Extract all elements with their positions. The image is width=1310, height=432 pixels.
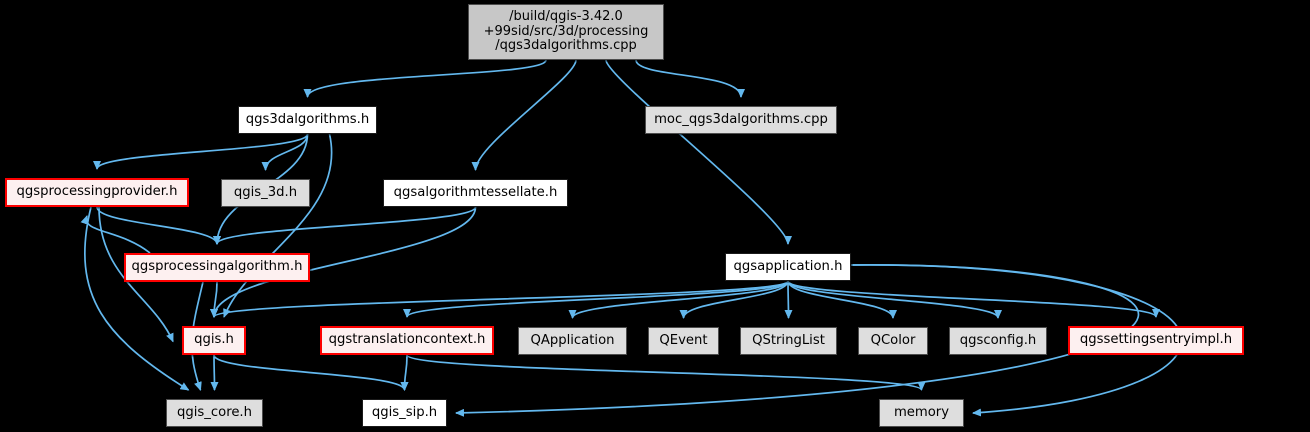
edge-alg3d-to-qgis (224, 134, 332, 317)
graph-node-root[interactable]: /build/qgis-3.42.0 +99sid/src/3d/process… (468, 4, 664, 60)
graph-node-provider[interactable]: qgsprocessingprovider.h (5, 178, 189, 207)
edge-root-to-moc (636, 60, 741, 97)
edge-qgsapp-to-qgis (214, 281, 788, 317)
edge-qgis-to-qgiscore (214, 355, 215, 390)
graph-node-alg3d[interactable]: qgs3dalgorithms.h (238, 106, 377, 134)
edge-qgsapp-to-settings (788, 281, 1156, 317)
graph-node-transctx[interactable]: qgstranslationcontext.h (320, 326, 494, 355)
graph-node-qgiscore[interactable]: qgis_core.h (166, 399, 263, 427)
edge-transctx-to-memory (407, 355, 922, 390)
edge-qgis-to-qgissip (214, 355, 405, 390)
graph-node-memory[interactable]: memory (879, 399, 964, 427)
edge-tessellate-to-palgo (217, 207, 476, 244)
edge-alg3d-to-provider (97, 134, 308, 169)
edge-root-to-tessellate (476, 60, 577, 170)
edge-root-to-qgsapp (606, 60, 788, 244)
graph-node-qevent[interactable]: QEvent (648, 327, 719, 355)
edge-qgsapp-to-transctx (407, 281, 788, 317)
edge-provider-to-qgiscore (85, 207, 189, 390)
graph-node-qgis[interactable]: qgis.h (182, 326, 246, 355)
graph-node-palgo[interactable]: qgsprocessingalgorithm.h (124, 253, 310, 282)
edge-root-to-alg3d (308, 60, 547, 97)
graph-node-qgissip[interactable]: qgis_sip.h (362, 399, 447, 427)
graph-node-qapp[interactable]: QApplication (518, 327, 627, 355)
graph-node-settings[interactable]: qgssettingsentryimpl.h (1068, 326, 1244, 355)
graph-node-qgsapp[interactable]: qgsapplication.h (725, 253, 851, 281)
edge-qgsapp-to-qstrlist (788, 281, 789, 318)
graph-node-tessellate[interactable]: qgsalgorithmtessellate.h (383, 179, 568, 207)
edge-palgo-to-provider (86, 216, 150, 253)
graph-node-qgis3d[interactable]: qgis_3d.h (221, 179, 310, 207)
graph-node-qcolor[interactable]: QColor (858, 327, 928, 355)
edge-provider-to-palgo (97, 207, 217, 244)
graph-node-moc[interactable]: moc_qgs3dalgorithms.cpp (645, 106, 837, 134)
edge-transctx-to-qgissip (405, 355, 408, 390)
graph-node-qstrlist[interactable]: QStringList (740, 327, 837, 355)
graph-node-qgsconfig[interactable]: qgsconfig.h (949, 327, 1047, 355)
